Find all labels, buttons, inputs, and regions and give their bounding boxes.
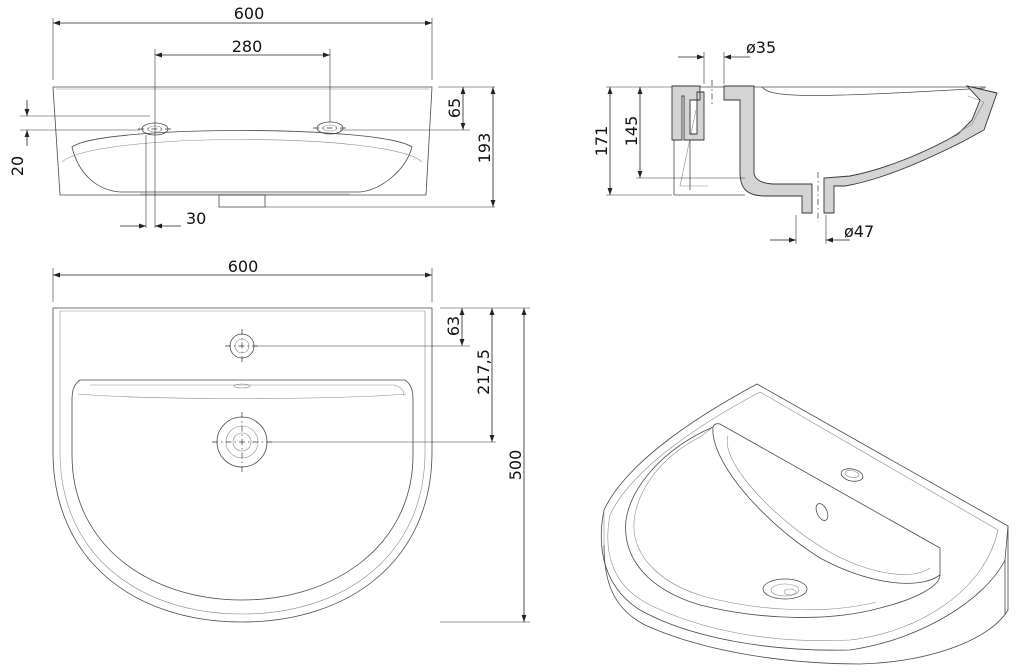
iso-tap-hole bbox=[840, 468, 864, 482]
dim-tap-spacing: 280 bbox=[232, 37, 263, 56]
front-view: 600 280 65 193 20 30 bbox=[8, 4, 496, 229]
dim-drain-diameter: ø47 bbox=[844, 222, 874, 241]
dim-plan-width: 600 bbox=[228, 257, 259, 276]
plan-view: 600 63 217,5 500 bbox=[52, 257, 530, 623]
dim-drain-offset: 217,5 bbox=[474, 349, 493, 395]
dim-front-width: 600 bbox=[234, 4, 265, 23]
dim-top-offset: 65 bbox=[445, 98, 464, 118]
plan-outline bbox=[52, 307, 530, 623]
section-view: ø35 171 145 ø47 bbox=[592, 38, 998, 244]
section-cut-outer-wall bbox=[671, 85, 705, 141]
tap-hole-right bbox=[313, 121, 347, 135]
dim-front-height: 193 bbox=[475, 133, 494, 164]
dim-bowl-depth: 145 bbox=[622, 116, 641, 147]
plan-tap-hole bbox=[225, 329, 259, 363]
iso-overflow-slot bbox=[815, 503, 829, 521]
iso-bowl-inner bbox=[625, 426, 941, 618]
isometric-view bbox=[600, 383, 1009, 665]
iso-base bbox=[603, 526, 1009, 665]
dim-plan-depth: 500 bbox=[506, 450, 525, 481]
plan-drain bbox=[212, 412, 272, 472]
iso-bowl-rim bbox=[712, 423, 941, 584]
dim-edge-gap: 30 bbox=[186, 209, 206, 228]
dim-tap-offset: 63 bbox=[444, 316, 463, 336]
iso-drain bbox=[762, 578, 808, 600]
dim-section-height: 171 bbox=[592, 126, 611, 157]
dim-tap-hole-diameter: ø35 bbox=[746, 38, 776, 57]
section-cut-bowl-wall bbox=[723, 85, 813, 214]
section-cut-rim bbox=[823, 85, 998, 214]
front-view-outline bbox=[52, 86, 495, 208]
dim-tap-drop: 20 bbox=[8, 156, 27, 176]
iso-outer-top bbox=[600, 383, 1009, 651]
